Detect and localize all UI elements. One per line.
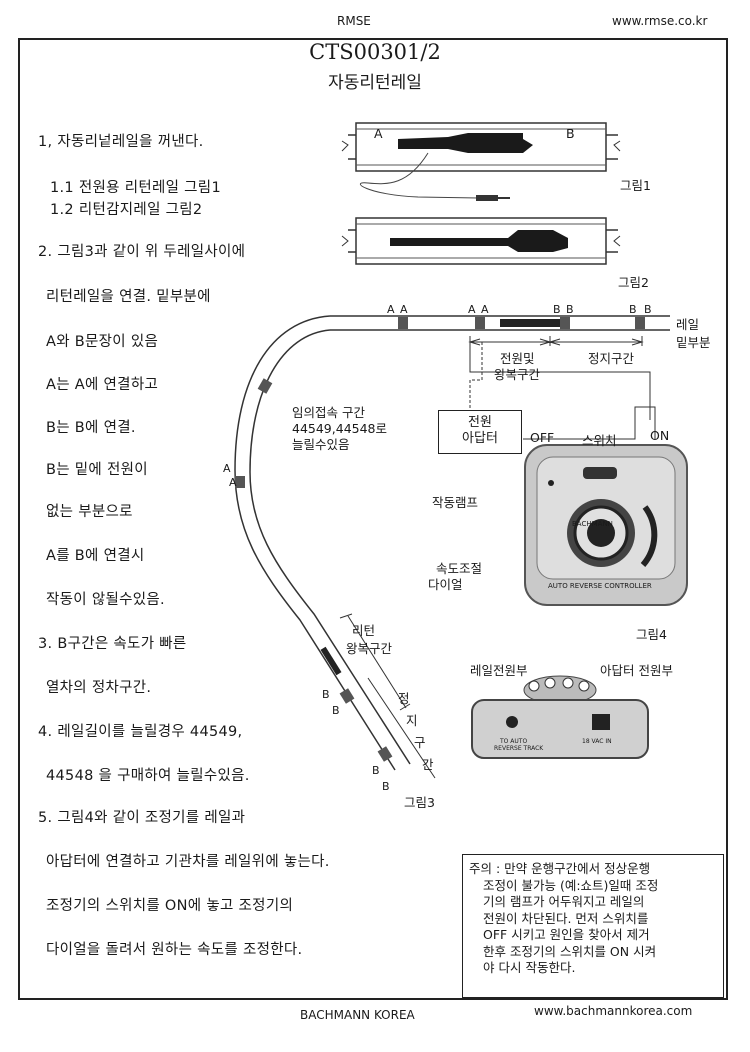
rail-mark-b: B <box>644 303 652 316</box>
rail-mark-a: A <box>400 303 408 316</box>
stop-section-vertical: 간 <box>422 757 434 772</box>
rail-mark-a: A <box>481 303 489 316</box>
rail-power-label: 레일전원부 <box>470 663 528 678</box>
notice-line: 전원이 차단된다. 먼저 스위치를 <box>483 910 649 926</box>
stop-section-vertical: 구 <box>414 735 426 750</box>
power-section-label: 왕복구간 <box>494 367 541 382</box>
notice-line: 한후 조정기의 스위치를 ON 시켜 <box>483 943 657 959</box>
figure3-track-layout <box>234 315 670 779</box>
instruction-line: 2. 그림3과 같이 위 두레일사이에 <box>38 244 246 260</box>
instruction-line: B는 밑에 전원이 <box>46 462 148 478</box>
power-adapter-box: 전원 아답터 <box>438 410 522 454</box>
instruction-line: 다이얼을 돌려서 원하는 속도를 조정한다. <box>46 942 303 958</box>
off-label: OFF <box>530 430 555 445</box>
notice-line: 조정이 불가능 (예:쇼트)일때 조정 <box>483 877 659 893</box>
instruction-line: 아답터에 연결하고 기관차를 레일위에 놓는다. <box>46 854 330 870</box>
rail-mark-a: A <box>468 303 476 316</box>
port-right-text: 18 VAC IN <box>582 738 612 745</box>
page-frame <box>18 38 728 1000</box>
instruction-line: 1.1 전원용 리턴레일 그림1 <box>50 180 221 196</box>
instruction-line: 리턴레일을 연결. 밑부분에 <box>46 289 211 305</box>
figure3-caption: 그림3 <box>404 795 435 810</box>
rail-mark-b: B <box>629 303 637 316</box>
rail-mark-a: A <box>387 303 395 316</box>
stop-section-vertical: 정 <box>398 691 410 706</box>
power-section-label: 전원및 <box>500 351 535 366</box>
extension-label: 임의접속 구간 <box>292 405 365 420</box>
footer-company: BACHMANN KOREA <box>300 1008 415 1022</box>
figure1-rail-illustration <box>341 122 621 201</box>
dial-label: 다이얼 <box>428 577 463 592</box>
header-url: www.rmse.co.kr <box>612 14 708 28</box>
instruction-line: 1.2 리턴감지레일 그림2 <box>50 202 203 218</box>
figure4-caption: 그림4 <box>636 627 667 642</box>
rail-mark-b: B <box>566 303 574 316</box>
on-label: ON <box>650 428 670 443</box>
port-left-text: TO AUTO <box>500 738 528 745</box>
instruction-line: 1, 자동리넡레일을 꺼낸다. <box>38 134 204 150</box>
port-left-text: REVERSE TRACK <box>494 745 544 752</box>
caution-notice: 주의 : 만약 운행구간에서 정상운행 조정이 불가능 (예:쇼트)일때 조정 … <box>462 854 724 998</box>
rail-mark-a: A <box>223 462 231 475</box>
rail-mark-b: B <box>322 688 330 701</box>
stop-section-label: 정지구간 <box>588 351 635 366</box>
dial-label: 속도조절 <box>436 561 483 576</box>
footer-url: www.bachmannkorea.com <box>534 1004 693 1018</box>
figure1-caption: 그림1 <box>620 178 651 193</box>
rail-mark-b: B <box>566 126 575 141</box>
lamp-label: 작동램프 <box>432 495 479 510</box>
instruction-line: 4. 레일길이를 늘릴경우 44549, <box>38 724 243 740</box>
adapter-label: 아답터 <box>462 431 498 446</box>
switch-label: 스위치 <box>582 433 617 448</box>
instruction-line: 조정기의 스위치를 ON에 놓고 조정기의 <box>46 898 294 914</box>
extension-label: 늘릴수있음 <box>292 437 350 452</box>
instruction-line: 열차의 정차구간. <box>46 680 152 696</box>
instruction-line: A와 B문장이 있음 <box>46 334 159 350</box>
instruction-line: 44548 을 구매하여 늘릴수있음. <box>46 768 250 784</box>
stop-section-vertical: 지 <box>406 713 418 728</box>
rail-mark-b: B <box>332 704 340 717</box>
notice-line: 주의 : 만약 운행구간에서 정상운행 <box>469 861 651 876</box>
document-subtitle: 자동리턴레일 <box>328 73 422 93</box>
rail-mark-b: B <box>372 764 380 777</box>
return-section-label: 리턴 <box>352 623 376 638</box>
instruction-line: A를 B에 연결시 <box>46 548 145 564</box>
adapter-label: 전원 <box>468 415 492 430</box>
controller-brand: BACHMANN <box>572 520 613 528</box>
figure2-caption: 그림2 <box>618 275 649 290</box>
instruction-line: B는 B에 연결. <box>46 420 136 436</box>
controller-back-illustration <box>471 675 649 759</box>
rail-mark-a: A <box>229 476 237 489</box>
notice-line: 야 다시 작동한다. <box>483 960 576 975</box>
rail-mark-a: A <box>374 126 383 141</box>
instruction-line: 없는 부분으로 <box>46 504 133 520</box>
rail-bottom-label: 레일 <box>676 317 700 332</box>
instruction-line: A는 A에 연결하고 <box>46 377 159 393</box>
instruction-line: 작동이 않될수있음. <box>46 592 165 608</box>
adapter-power-label: 아답터 전원부 <box>600 663 673 678</box>
instruction-line: 5. 그림4와 같이 조정기를 레일과 <box>38 810 246 826</box>
extension-label: 44549,44548로 <box>292 421 388 436</box>
rail-bottom-label: 밑부분 <box>676 335 711 350</box>
document-code: CTS00301/2 <box>309 40 441 64</box>
figure4-controller-illustration <box>523 406 688 606</box>
header-left-text: RMSE <box>337 14 371 28</box>
return-section-label: 왕복구간 <box>346 641 393 656</box>
rail-mark-b: B <box>553 303 561 316</box>
instruction-line: 3. B구간은 속도가 빠른 <box>38 636 187 652</box>
rail-mark-b: B <box>382 780 390 793</box>
notice-line: 기의 램프가 어두워지고 레일의 <box>483 894 645 909</box>
figure2-rail-illustration <box>341 217 621 265</box>
controller-name-text: AUTO REVERSE CONTROLLER <box>548 582 652 590</box>
notice-line: OFF 시키고 원인을 찾아서 제거 <box>483 927 650 942</box>
